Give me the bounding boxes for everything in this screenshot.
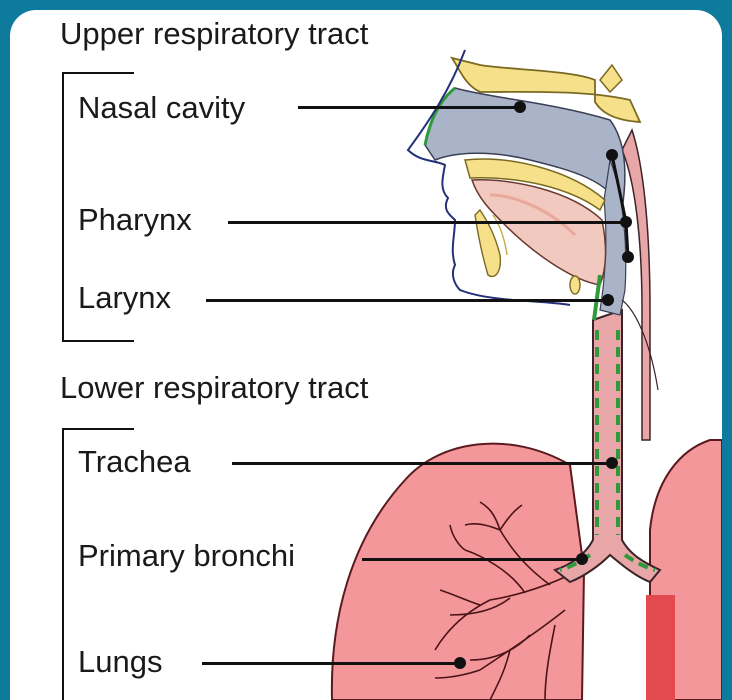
dot-primary-bronchi (576, 553, 588, 565)
diagram-panel: Upper respiratory tract Lower respirator… (10, 10, 722, 700)
label-trachea: Trachea (78, 446, 191, 477)
leader-lungs (202, 662, 458, 665)
label-lungs: Lungs (78, 646, 162, 677)
label-primary-bronchi: Primary bronchi (78, 540, 295, 571)
leader-trachea (232, 462, 612, 465)
dot-trachea (606, 457, 618, 469)
leader-larynx (206, 299, 606, 302)
pharynx-connector (10, 10, 722, 700)
label-larynx: Larynx (78, 282, 171, 313)
dot-larynx (602, 294, 614, 306)
dot-lungs (454, 657, 466, 669)
leader-primary-bronchi (362, 558, 582, 561)
